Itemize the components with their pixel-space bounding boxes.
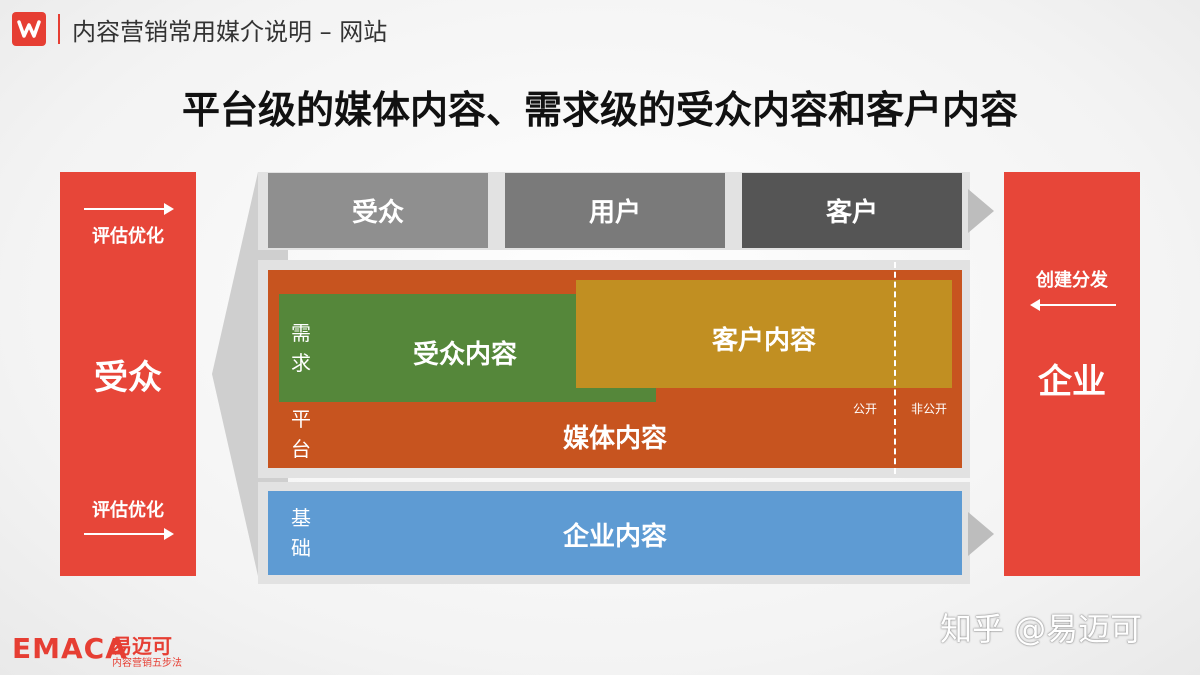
left-panel-audience: 评估优化 受众 评估优化 <box>60 172 196 576</box>
header-divider <box>58 14 60 44</box>
right-panel-enterprise: 创建分发 企业 <box>1004 172 1140 576</box>
right-arrow-head-icon <box>164 203 174 215</box>
watermark: 知乎 @易迈可 <box>940 610 1143 648</box>
nonpublic-label: 非公开 <box>910 401 947 416</box>
left-top-label: 评估优化 <box>92 226 164 247</box>
public-label: 公开 <box>852 401 877 416</box>
left-arrow-head-icon <box>1030 299 1040 311</box>
logo-mark-icon <box>17 20 41 38</box>
right-arrow-icon <box>84 208 168 210</box>
demand-label-text: 需求 <box>291 321 311 375</box>
header-title: 内容营销常用媒介说明 – 网站 <box>72 17 388 46</box>
left-arrow-icon <box>1036 304 1116 306</box>
top-item-user: 用户 <box>505 173 725 248</box>
right-center-label: 企业 <box>1038 361 1106 402</box>
left-center-label: 受众 <box>94 357 162 398</box>
top-item-customer: 客户 <box>742 173 962 248</box>
audience-content-label: 受众内容 <box>412 339 517 370</box>
foundation-label-text: 基础 <box>291 506 311 560</box>
right-arrow-head-icon <box>164 528 174 540</box>
customer-content-label: 客户内容 <box>711 325 816 356</box>
left-bottom-label: 评估优化 <box>92 500 164 521</box>
footer-brand-cn: 易迈可 <box>112 634 172 658</box>
main-title: 平台级的媒体内容、需求级的受众内容和客户内容 <box>181 87 1018 132</box>
footer-brand: EMACA <box>12 632 128 665</box>
platform-side-label: 平台 <box>284 404 318 468</box>
footer-tagline: 内容营销五步法 <box>112 658 182 669</box>
public-divider-line <box>894 262 896 474</box>
media-content-label: 媒体内容 <box>562 423 667 454</box>
right-top-label: 创建分发 <box>1036 270 1108 291</box>
top-row-arrow-icon <box>968 189 994 233</box>
foundation-side-label: 基础 <box>284 503 318 567</box>
platform-label-text: 平台 <box>291 407 311 461</box>
top-item-audience: 受众 <box>268 173 488 248</box>
enterprise-content-block <box>268 491 962 575</box>
right-arrow-icon <box>84 533 168 535</box>
enterprise-content-label: 企业内容 <box>562 521 667 552</box>
demand-side-label: 需求 <box>284 318 318 382</box>
bottom-row-arrow-icon <box>968 512 994 556</box>
customer-content-block <box>576 280 952 388</box>
brand-logo-icon <box>12 12 46 46</box>
